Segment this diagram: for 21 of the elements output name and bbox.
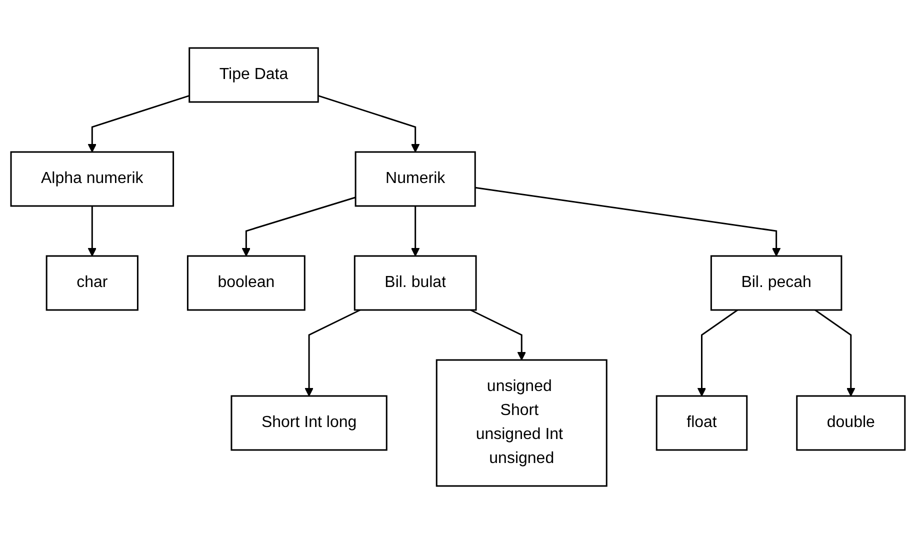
arrow (814, 309, 855, 396)
arrow (87, 206, 96, 256)
node-box: Numerik (354, 151, 476, 207)
arrow (474, 186, 780, 256)
node-box: double (796, 395, 906, 451)
node-box: Short Int long (230, 395, 387, 451)
node-box: unsigned Short unsigned Int unsigned (435, 359, 607, 487)
arrow (304, 309, 360, 396)
arrow (470, 309, 526, 360)
arrow (696, 309, 738, 396)
node-box: Alpha numerik (10, 151, 174, 207)
node-box: Bil. bulat (353, 255, 476, 311)
arrow (241, 196, 356, 256)
node-box: float (655, 395, 748, 451)
arrow (317, 95, 420, 152)
node-box: char (45, 255, 138, 311)
node-box: Tipe Data (188, 47, 318, 103)
node-box: Bil. pecah (710, 255, 842, 311)
arrow (87, 95, 190, 152)
arrow (410, 206, 420, 256)
node-box: boolean (186, 255, 305, 311)
